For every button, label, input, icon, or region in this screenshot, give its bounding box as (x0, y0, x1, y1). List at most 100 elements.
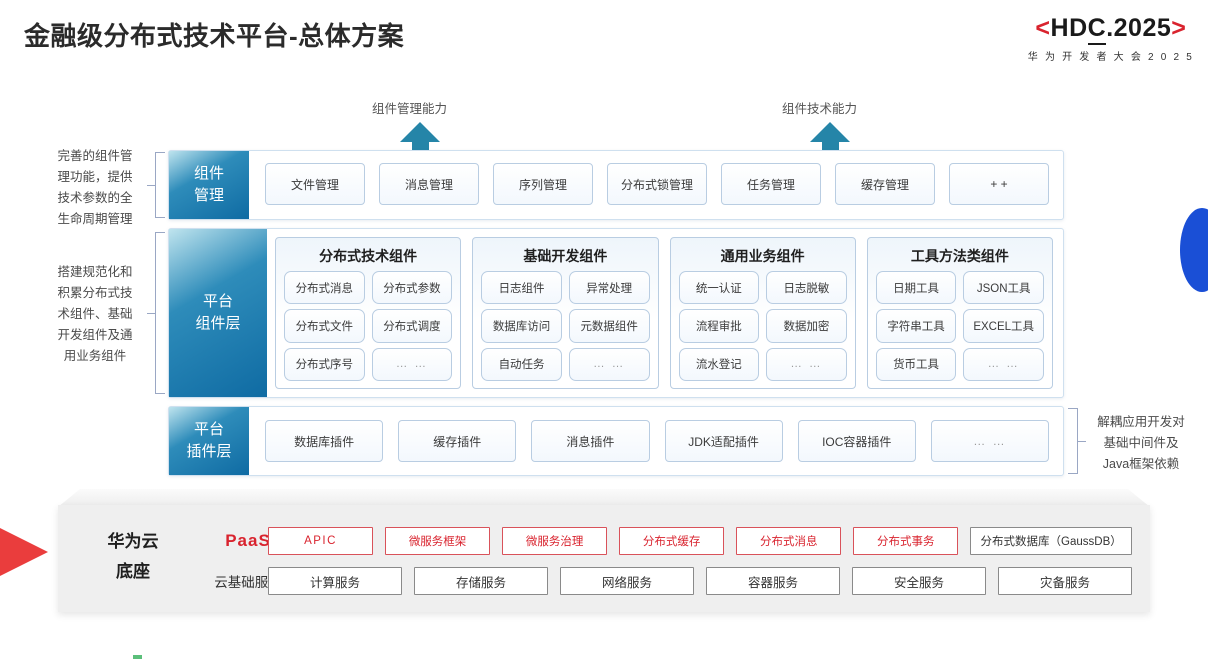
platform-component-groups: 分布式技术组件 分布式消息 分布式参数 分布式文件 分布式调度 分布式序号 … … (275, 237, 1053, 389)
chip-compute-service[interactable]: 计算服务 (268, 567, 402, 595)
chip-exception-handling[interactable]: 异常处理 (568, 271, 650, 305)
chip-transaction-registration[interactable]: 流水登记 (678, 347, 760, 381)
base-platform-panel: 华为云 底座 PaaS 云基础服务 APIC 微服务框架 微服务治理 分布式缓存… (58, 505, 1150, 612)
group-title: 基础开发组件 (523, 248, 608, 264)
chip-storage-service[interactable]: 存储服务 (414, 567, 548, 595)
chip-more-ellipsis[interactable]: … … (766, 347, 847, 381)
chip-distributed-message[interactable]: 分布式消息 (284, 271, 365, 305)
chip-json-tool[interactable]: JSON工具 (963, 271, 1044, 305)
group-distributed-technology-components: 分布式技术组件 分布式消息 分布式参数 分布式文件 分布式调度 分布式序号 … … (275, 237, 462, 389)
brace-plugin-layer (1068, 408, 1086, 474)
chip-file-management[interactable]: 文件管理 (265, 163, 365, 205)
chip-unified-authentication[interactable]: 统一认证 (678, 271, 760, 305)
note-line: 生命周期管理 (57, 212, 133, 226)
group-common-business-components: 通用业务组件 统一认证 日志脱敏 流程审批 数据加密 流水登记 … … (669, 237, 856, 389)
base-label-line: 华为云 (107, 532, 159, 551)
hdc-logo-subtitle: 华 为 开 发 者 大 会 2 0 2 5 (1027, 52, 1194, 63)
chip-apic[interactable]: APIC (268, 527, 374, 555)
group-title: 通用业务组件 (720, 248, 805, 264)
arrow-label-component-management: 组件管理能力 (372, 102, 448, 116)
chip-data-encryption[interactable]: 数据加密 (766, 309, 847, 343)
chip-log-component[interactable]: 日志组件 (481, 271, 562, 305)
chip-date-tool[interactable]: 日期工具 (875, 271, 957, 305)
chip-network-service[interactable]: 网络服务 (560, 567, 694, 595)
group-title: 工具方法类组件 (910, 248, 1009, 264)
note-line: 理功能，提供 (57, 170, 133, 184)
group-basic-development-components: 基础开发组件 日志组件 异常处理 数据库访问 元数据组件 自动任务 … … (472, 237, 659, 389)
chip-message-plugin[interactable]: 消息插件 (531, 420, 650, 462)
chip-container-service[interactable]: 容器服务 (706, 567, 840, 595)
logo-bracket-right: > (1171, 14, 1187, 42)
brace-platform-layer (147, 232, 165, 394)
note-line: Java框架依赖 (1102, 457, 1180, 471)
chip-cache-management[interactable]: 缓存管理 (835, 163, 935, 205)
right-note-plugin-layer: 解耦应用开发对 基础中间件及 Java框架依赖 (1080, 412, 1202, 475)
paas-service-list: APIC 微服务框架 微服务治理 分布式缓存 分布式消息 分布式事务 分布式数据… (268, 527, 1132, 555)
chip-sequence-management[interactable]: 序列管理 (493, 163, 593, 205)
chip-ioc-container-plugin[interactable]: IOC容器插件 (797, 420, 916, 462)
group-item-grid: 日志组件 异常处理 数据库访问 元数据组件 自动任务 … … (481, 271, 650, 381)
logo-text-2: .2025 (1106, 14, 1172, 42)
chip-string-tool[interactable]: 字符串工具 (875, 309, 957, 343)
note-line: 术组件、基础 (57, 307, 133, 321)
group-title: 分布式技术组件 (319, 248, 418, 264)
chip-distributed-file[interactable]: 分布式文件 (284, 309, 365, 343)
note-line: 技术参数的全 (57, 191, 133, 205)
chip-task-management[interactable]: 任务管理 (721, 163, 821, 205)
chip-more-ellipsis[interactable]: … … (963, 347, 1044, 381)
note-line: 开发组件及通 (57, 328, 133, 342)
chip-log-desensitization[interactable]: 日志脱敏 (766, 271, 847, 305)
left-note-component-management: 完善的组件管 理功能，提供 技术参数的全 生命周期管理 (36, 146, 154, 230)
decorative-blue-crescent (1180, 208, 1208, 292)
logo-text-underlined: C (1087, 14, 1107, 45)
base-platform-label: 华为云 底座 (78, 527, 188, 587)
chip-metadata-component[interactable]: 元数据组件 (568, 309, 650, 343)
chip-database-access[interactable]: 数据库访问 (481, 309, 562, 343)
chip-microservice-governance[interactable]: 微服务治理 (502, 527, 608, 555)
decorative-red-wedge (0, 505, 48, 599)
chip-database-plugin[interactable]: 数据库插件 (265, 420, 384, 462)
row-component-management: 组件 管理 文件管理 消息管理 序列管理 分布式锁管理 任务管理 缓存管理 + … (168, 150, 1064, 220)
chip-automatic-task[interactable]: 自动任务 (481, 347, 562, 381)
group-item-grid: 日期工具 JSON工具 字符串工具 EXCEL工具 货币工具 … … (875, 271, 1044, 381)
chip-more-ellipsis[interactable]: … … (568, 347, 650, 381)
sidebar-label-platform-component-layer: 平台 组件层 (169, 229, 267, 397)
chip-add-more[interactable]: + + (949, 163, 1049, 205)
hdc-logo: <HDC.2025> 华 为 开 发 者 大 会 2 0 2 5 (1028, 14, 1194, 63)
chip-security-service[interactable]: 安全服务 (852, 567, 986, 595)
chip-distributed-sequence[interactable]: 分布式序号 (284, 347, 365, 381)
chip-distributed-transaction[interactable]: 分布式事务 (853, 527, 959, 555)
page-title: 金融级分布式技术平台-总体方案 (24, 21, 405, 51)
chip-distributed-database-gaussdb[interactable]: 分布式数据库（GaussDB） (970, 527, 1132, 555)
arrow-head-icon (810, 122, 850, 142)
left-note-platform-layer: 搭建规范化和 积累分布式技 术组件、基础 开发组件及通 用业务组件 (36, 262, 154, 367)
arrow-head-icon (400, 122, 440, 142)
chip-distributed-scheduling[interactable]: 分布式调度 (371, 309, 453, 343)
chip-distributed-message[interactable]: 分布式消息 (736, 527, 842, 555)
sidebar-label-line: 组件 (193, 165, 224, 182)
group-item-grid: 统一认证 日志脱敏 流程审批 数据加密 流水登记 … … (678, 271, 847, 381)
chip-distributed-parameter[interactable]: 分布式参数 (371, 271, 453, 305)
cloud-infra-label: 云基础服务 (214, 575, 282, 590)
chip-more-ellipsis[interactable]: … … (371, 347, 453, 381)
sidebar-label-line: 平台 (193, 421, 224, 438)
logo-bracket-left: < (1035, 14, 1051, 42)
chip-more-ellipsis[interactable]: … … (930, 420, 1050, 462)
chip-microservice-framework[interactable]: 微服务框架 (385, 527, 491, 555)
chip-jdk-adapter-plugin[interactable]: JDK适配插件 (664, 420, 783, 462)
note-line: 积累分布式技 (57, 286, 133, 300)
chip-excel-tool[interactable]: EXCEL工具 (963, 309, 1044, 343)
chip-disaster-recovery-service[interactable]: 灾备服务 (998, 567, 1132, 595)
logo-text-1: HD (1050, 14, 1088, 42)
chip-distributed-cache[interactable]: 分布式缓存 (619, 527, 725, 555)
chip-cache-plugin[interactable]: 缓存插件 (398, 420, 517, 462)
hdc-logo-text: <HDC.2025> (1028, 14, 1194, 45)
base-platform-top-face (58, 489, 1150, 507)
note-line: 基础中间件及 (1103, 436, 1179, 450)
row-platform-component-layer: 平台 组件层 分布式技术组件 分布式消息 分布式参数 分布式文件 分布式调度 分… (168, 228, 1064, 398)
brace-component-management (147, 152, 165, 218)
chip-currency-tool[interactable]: 货币工具 (875, 347, 957, 381)
chip-distributed-lock-management[interactable]: 分布式锁管理 (607, 163, 707, 205)
chip-message-management[interactable]: 消息管理 (379, 163, 479, 205)
chip-process-approval[interactable]: 流程审批 (678, 309, 760, 343)
